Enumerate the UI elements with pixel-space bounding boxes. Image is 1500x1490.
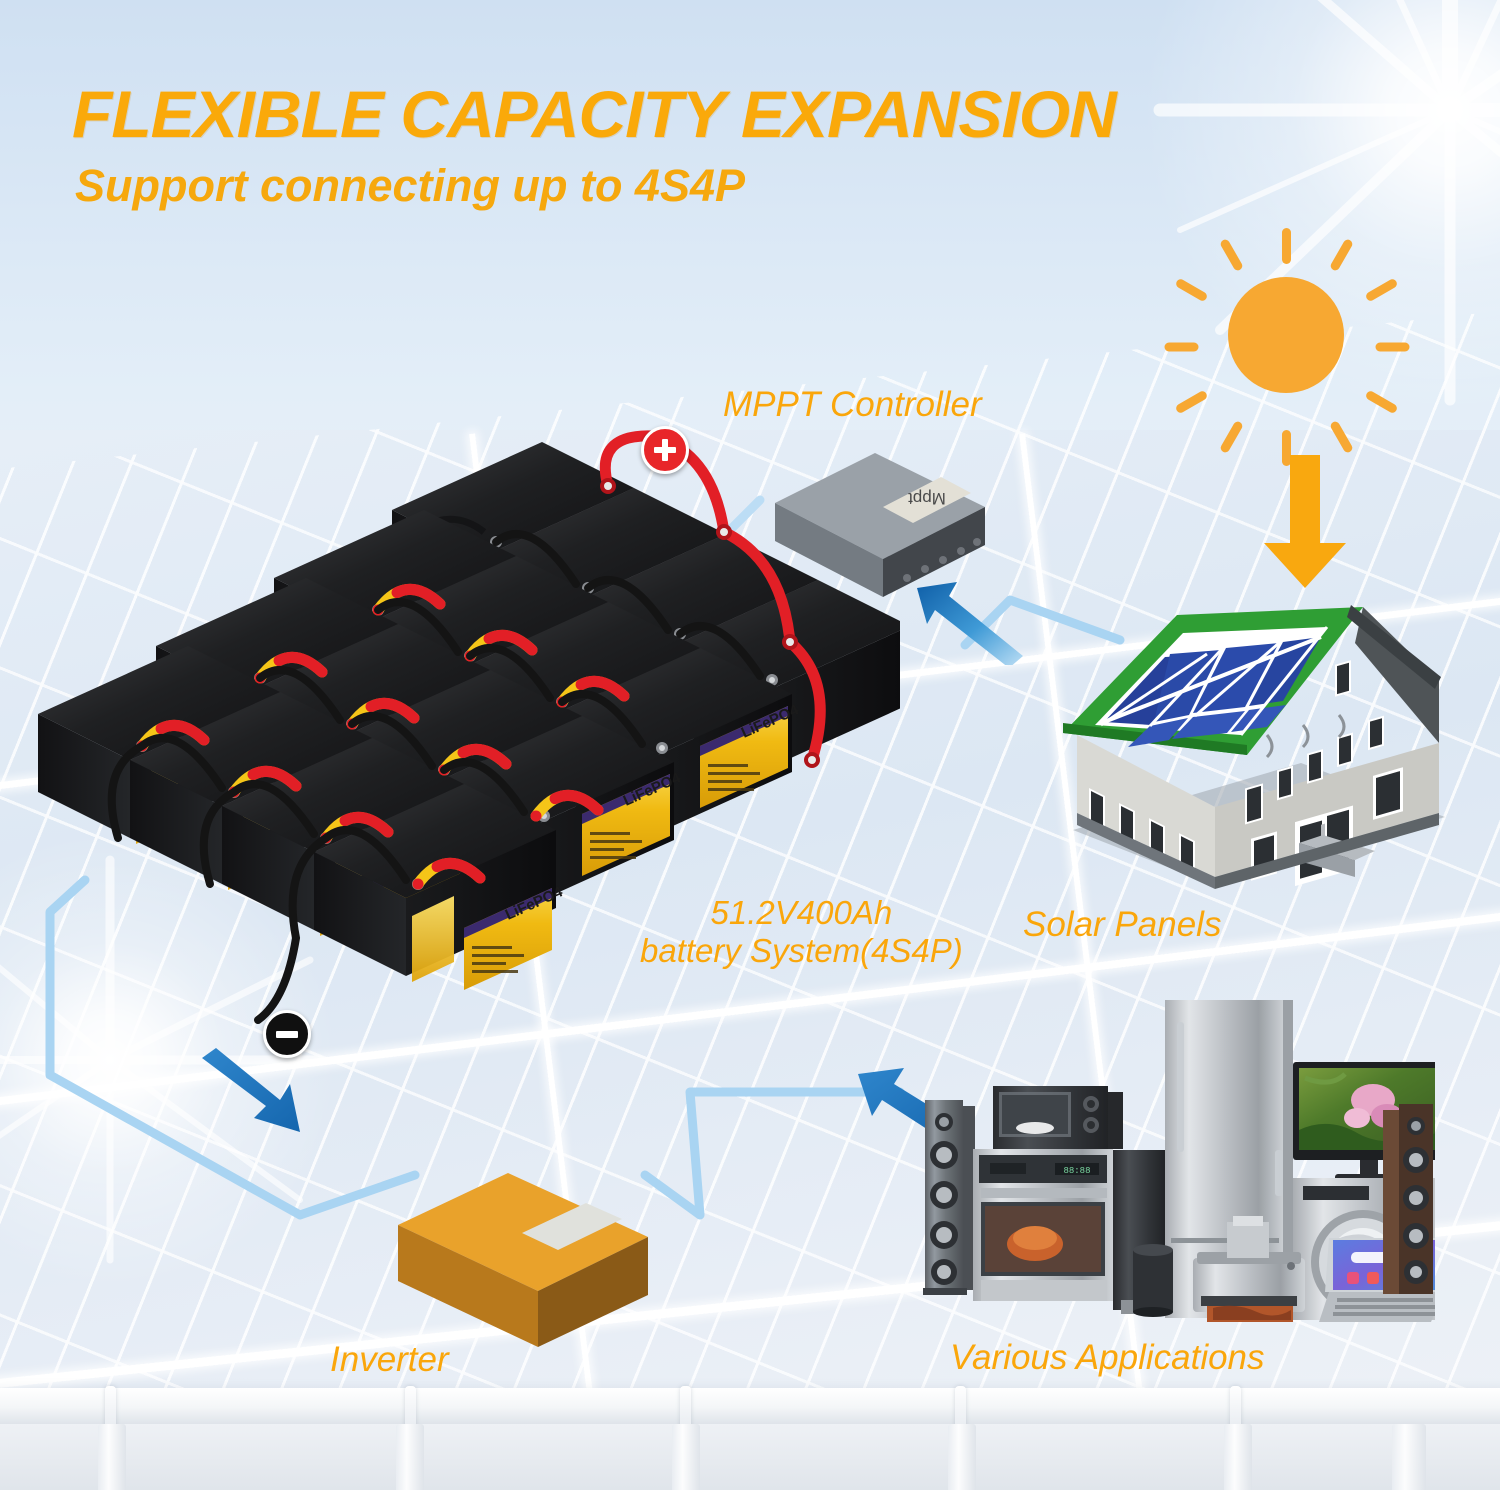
svg-text:88:88: 88:88: [1063, 1166, 1090, 1176]
mppt-controller-device: Mppt: [765, 445, 995, 630]
sun-ray: [1282, 228, 1291, 264]
battery-unit: LiFePO4: [314, 784, 566, 990]
panels-to-mppt-arrow-icon: [917, 582, 1023, 665]
sun-ray: [1375, 342, 1410, 352]
cable-black-negative: [107, 742, 330, 1024]
various-applications-label: Various Applications: [950, 1338, 1265, 1377]
cable-red-bus-terminals: [600, 478, 820, 768]
sun-ray: [1282, 430, 1291, 466]
battery-to-inverter-arrow-icon: [202, 1048, 300, 1132]
oven: 88:88: [973, 1149, 1129, 1301]
downspout: [98, 1424, 126, 1490]
tower-speaker-left: [923, 1100, 975, 1295]
printer: [1193, 1216, 1305, 1322]
sun-ray: [1164, 342, 1199, 352]
house-with-solar-panels: [1055, 585, 1475, 920]
svg-text:Mppt: Mppt: [908, 489, 946, 508]
gutter-joint: [105, 1386, 116, 1438]
gutter-joint: [1230, 1386, 1241, 1438]
inverter-label: Inverter: [330, 1340, 449, 1379]
downspout: [396, 1424, 424, 1490]
battery-system-label-line2: battery System(4S4P): [640, 932, 963, 970]
gutter-wall: [0, 1424, 1500, 1490]
trash-bin: [1133, 1244, 1173, 1317]
microwave: [993, 1086, 1123, 1149]
tower-speaker-right: [1383, 1104, 1433, 1294]
appliances-group: 88:88: [895, 998, 1445, 1340]
gutter-joint: [955, 1386, 966, 1438]
page-subtitle: Support connecting up to 4S4P: [75, 160, 746, 211]
mppt-controller-body: Mppt: [775, 453, 985, 597]
solar-panels-label: Solar Panels: [1023, 905, 1222, 944]
sun-to-house-arrow-icon: [1264, 455, 1346, 588]
sun-core: [1228, 277, 1344, 393]
page-title: FLEXIBLE CAPACITY EXPANSION: [72, 77, 1117, 151]
mppt-controller-label: MPPT Controller: [723, 385, 982, 424]
cable-red-series: [136, 584, 630, 890]
battery-system-label: 51.2V400Ah battery System(4S4P): [640, 894, 963, 971]
gutter-joint: [680, 1386, 691, 1438]
battery-system-label-line1: 51.2V400Ah: [710, 894, 893, 931]
negative-terminal-badge: [263, 1010, 311, 1058]
downspout: [1224, 1424, 1252, 1490]
downspout: [672, 1424, 700, 1490]
positive-terminal-badge: [641, 426, 689, 474]
gutter-joint: [405, 1386, 416, 1438]
battery-bank-4s4p: LiFePO4: [0, 420, 910, 1100]
downspout: [1392, 1424, 1426, 1490]
cable-black-parallel: [138, 530, 764, 884]
downspout: [948, 1424, 976, 1490]
inverter-device: [390, 1155, 660, 1370]
